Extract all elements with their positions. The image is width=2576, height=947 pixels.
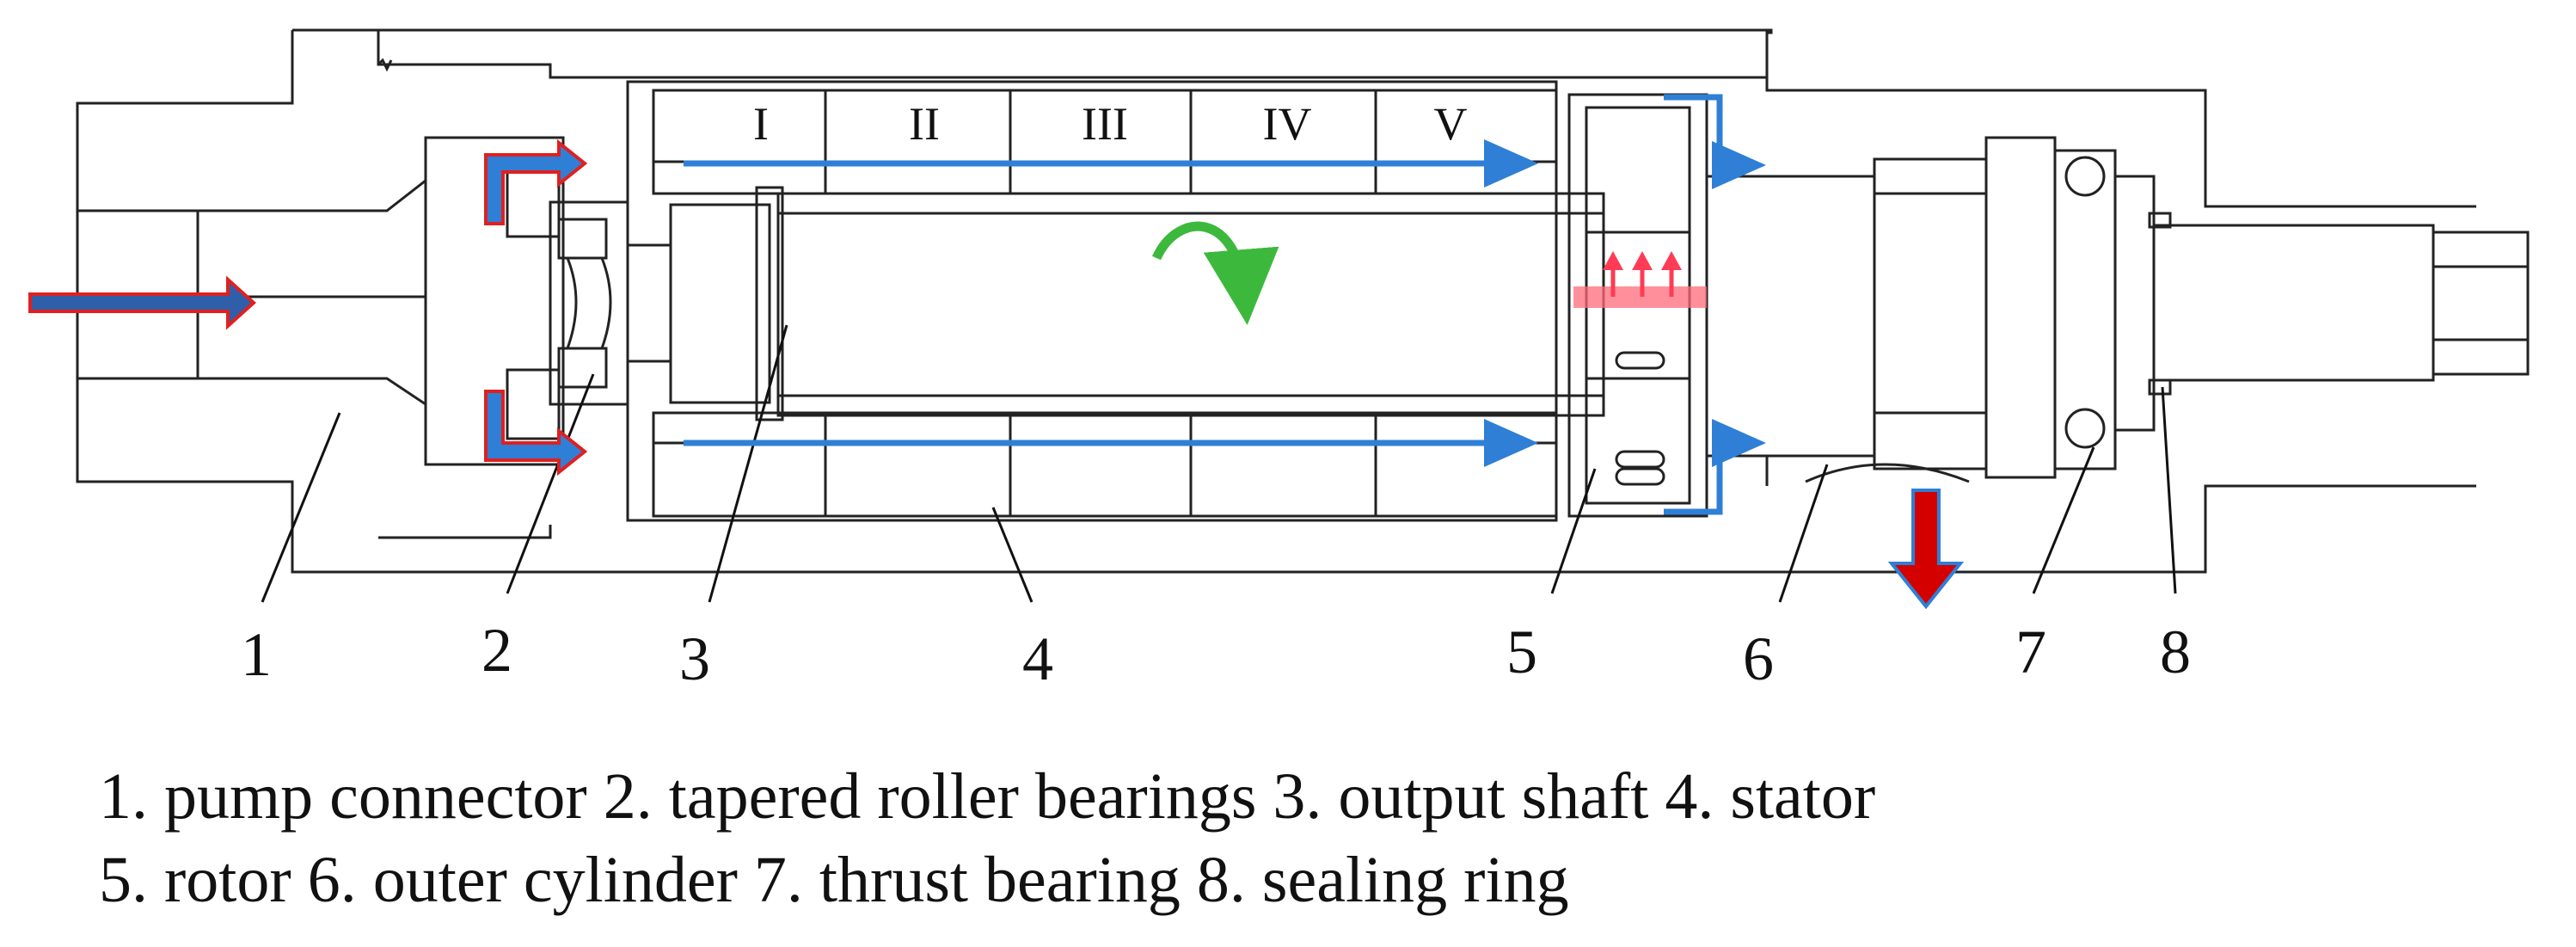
- stator-section-label-1: I: [753, 98, 769, 150]
- stator-section-label-5: V: [1434, 98, 1468, 150]
- tapered-roller-bearings: [549, 200, 672, 406]
- leader-lines: [261, 324, 2177, 603]
- output-shaft: [669, 186, 1605, 421]
- component-label-5: 5: [1506, 618, 1537, 686]
- outer-cylinder: [1705, 157, 1988, 486]
- component-label-7: 7: [2015, 618, 2046, 686]
- stator-section-label-3: III: [1082, 98, 1128, 150]
- outer-housing: [76, 28, 2476, 574]
- upper-rotor-flow-arrow: [1664, 94, 1766, 189]
- component-label-4: 4: [1022, 624, 1053, 693]
- caption-line-1: 1. pump connector 2. tapered roller bear…: [99, 760, 1876, 833]
- stator-section-label-4: IV: [1263, 98, 1312, 150]
- inlet-flow-arrow: [28, 275, 256, 330]
- stator-section-label-2: II: [909, 98, 940, 150]
- outlet-flow-arrow: [1887, 489, 1965, 610]
- caption-line-2: 5. rotor 6. outer cylinder 7. thrust bea…: [99, 844, 1569, 916]
- component-label-8: 8: [2160, 618, 2191, 686]
- component-label-6: 6: [1743, 624, 1774, 693]
- component-label-1: 1: [241, 620, 272, 689]
- heat-rise-arrows: [1603, 251, 1682, 297]
- rotation-arrow: [1151, 221, 1279, 325]
- component-label-2: 2: [481, 616, 512, 685]
- lower-diversion-arrow: [484, 390, 588, 477]
- sealing-ring-and-output-stub: [2148, 212, 2530, 396]
- upper-diversion-arrow: [484, 138, 588, 225]
- lower-rotor-flow-arrow: [1664, 419, 1766, 515]
- component-label-3: 3: [679, 624, 710, 693]
- thrust-bearing: [1984, 136, 2156, 479]
